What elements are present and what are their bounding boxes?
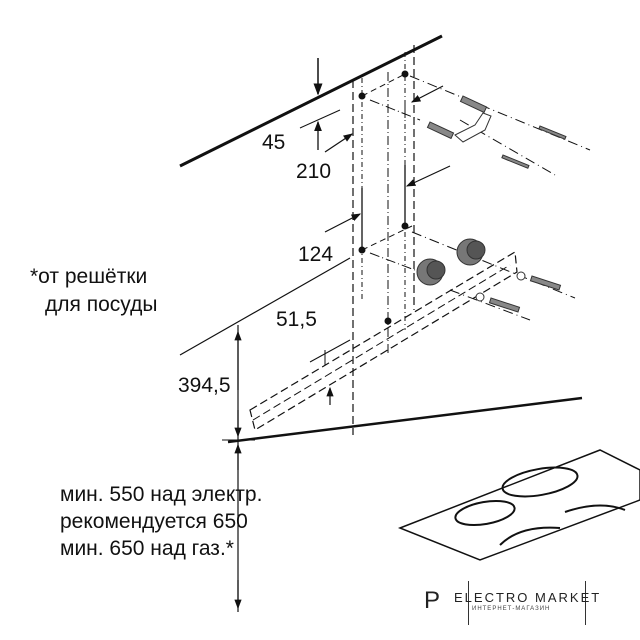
dim-124: 124 [298,243,333,266]
recommended-note: рекомендуется 650 [60,510,248,533]
dim-394-5: 394,5 [178,374,231,397]
min-gas-note: мин. 650 над газ.* [60,537,234,560]
logo-letter: P [424,587,441,614]
electro-market-watermark: P ELECTRO MARKET ИНТЕРНЕТ-МАГАЗИН [422,581,622,625]
grille-note-line1: *от решётки [30,265,148,288]
ceiling-line [179,34,443,168]
hob [397,449,640,561]
worktop-line [227,396,583,444]
logo-name: ELECTRO MARKET [454,590,602,605]
dim-45: 45 [262,131,285,154]
dim-51-5: 51,5 [276,308,317,331]
grille-note-line2: для посуды [45,293,158,316]
dim-210: 210 [296,160,331,183]
hood-outline [249,251,518,431]
mounting-hardware [416,95,567,313]
min-electric-note: мин. 550 над электр. [60,483,263,506]
logo-frame [468,581,586,625]
grille-line [179,257,351,356]
logo-subtitle: ИНТЕРНЕТ-МАГАЗИН [472,606,551,612]
